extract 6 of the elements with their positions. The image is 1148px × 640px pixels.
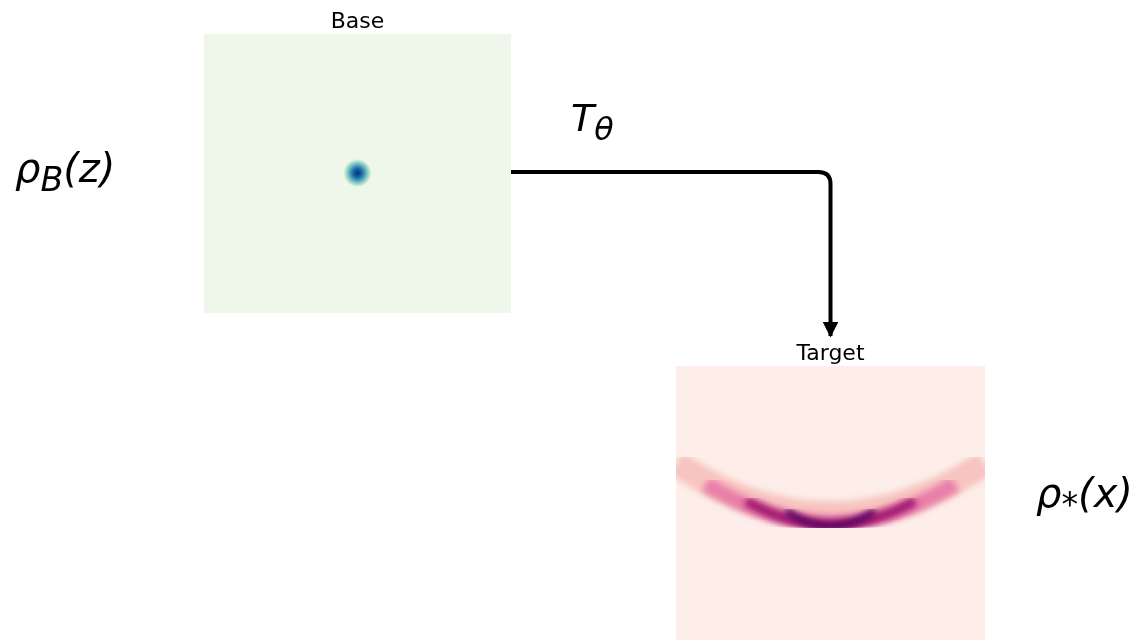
arrow	[511, 170, 839, 338]
plot-title: Target	[795, 340, 866, 365]
edge-label: T$_{θ}$	[571, 96, 614, 147]
math-label: ρ$_{B}$(z)	[15, 145, 116, 199]
plot-title: Base	[329, 8, 386, 33]
math-label: ρ$_{*}$(x)	[1036, 470, 1133, 524]
